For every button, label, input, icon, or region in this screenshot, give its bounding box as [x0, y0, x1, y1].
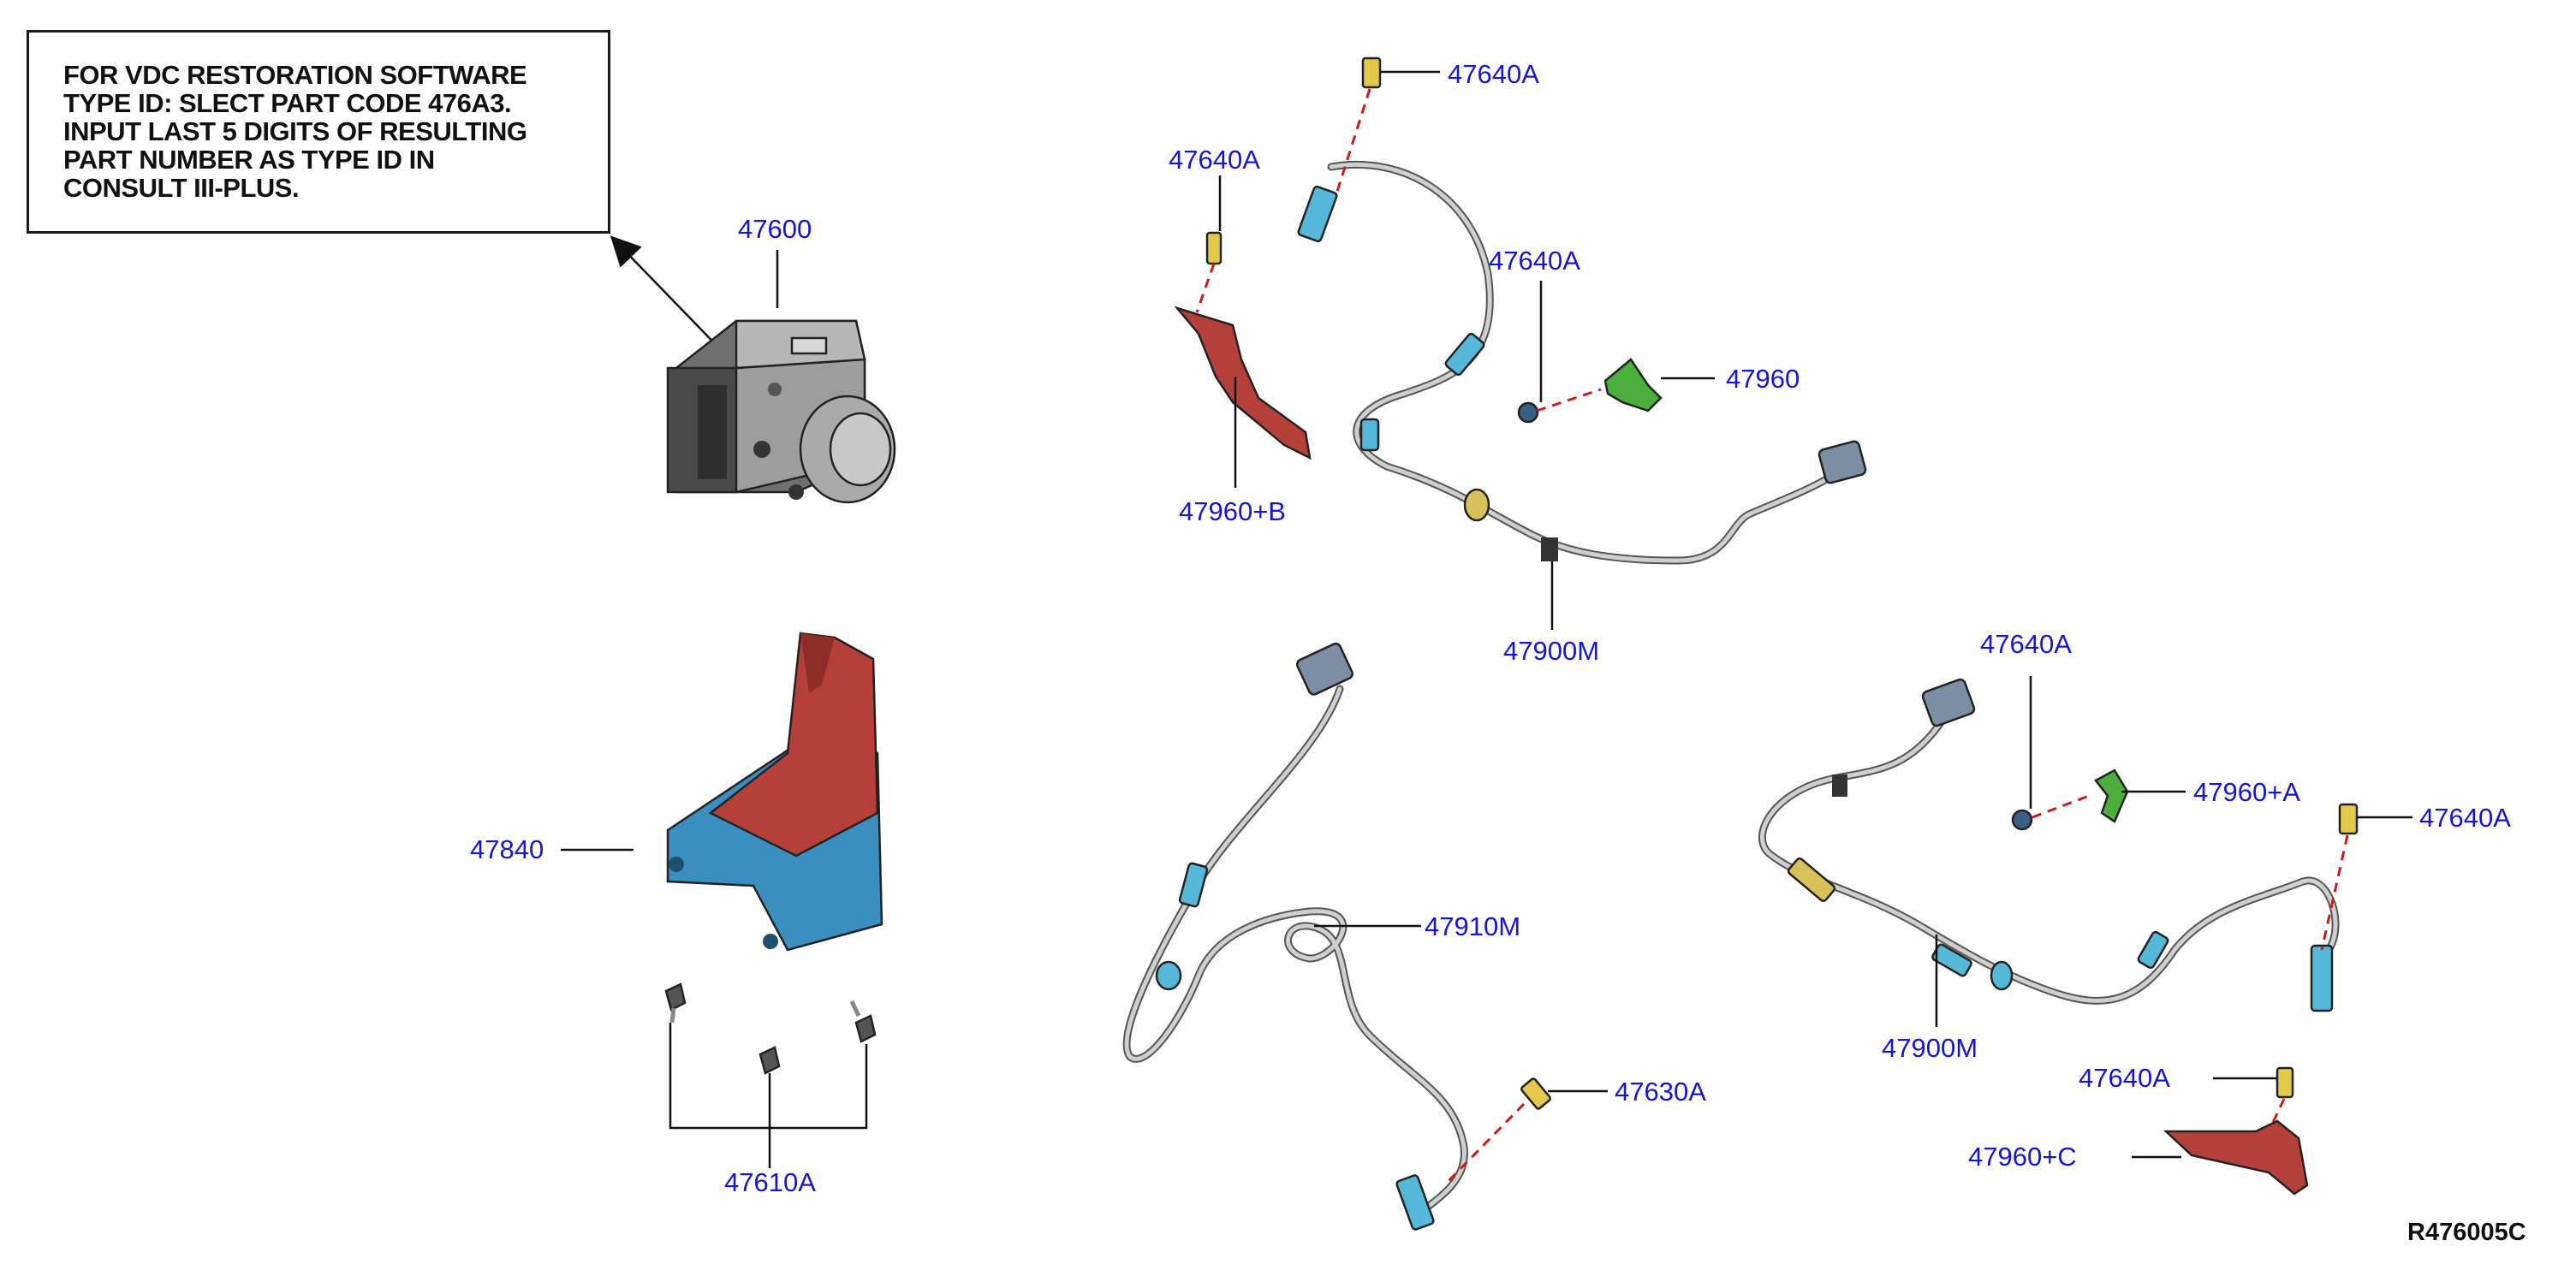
callout-47960: 47960	[1726, 364, 1800, 394]
note-arrow	[610, 235, 727, 356]
callout-47910M: 47910M	[1425, 911, 1521, 941]
callout-47960-C: 47960+C	[1968, 1142, 2077, 1172]
right-bracket	[2132, 1066, 2309, 1196]
right-sensor-bolt	[2320, 803, 2412, 951]
note-line-1: FOR VDC RESTORATION SOFTWARE	[63, 60, 527, 90]
note-line-5: CONSULT III-PLUS.	[63, 173, 300, 203]
callout-47640A-front-clip: 47640A	[1489, 246, 1580, 276]
callout-47840: 47840	[470, 834, 544, 864]
front-sensor-bolt-top	[1334, 56, 1440, 198]
callout-47960-B: 47960+B	[1179, 496, 1286, 526]
callout-47960-A: 47960+A	[2193, 777, 2300, 807]
callout-47610A: 47610A	[724, 1167, 816, 1197]
note-line-2: TYPE ID: SLECT PART CODE 476A3.	[63, 88, 512, 118]
callout-47600: 47600	[738, 214, 812, 244]
callout-47640A-right-sensor: 47640A	[2419, 803, 2511, 833]
callout-47900M-right: 47900M	[1882, 1033, 1978, 1063]
callout-47640A-front-sensor: 47640A	[1448, 59, 1539, 89]
abs-actuator-unit	[610, 235, 896, 504]
front-sensor-harness	[1297, 160, 1867, 630]
callout-47630A: 47630A	[1615, 1077, 1706, 1107]
front-clip	[1517, 281, 1715, 424]
front-bracket	[1174, 175, 1312, 488]
note-line-3: INPUT LAST 5 DIGITS OF RESULTING	[63, 116, 527, 146]
callout-47640A-right-clip: 47640A	[1980, 629, 2072, 659]
rear-sensor-bolt	[1445, 1077, 1608, 1184]
right-clip	[2011, 676, 2186, 831]
instruction-note-box: FOR VDC RESTORATION SOFTWARE TYPE ID: SL…	[27, 30, 610, 234]
note-line-4: PART NUMBER AS TYPE ID IN	[63, 145, 435, 175]
callout-47900M-front: 47900M	[1503, 636, 1600, 666]
callout-47640A-front-bracket: 47640A	[1169, 145, 1260, 175]
rear-sensor-harness	[1122, 642, 1468, 1231]
figure-code: R476005C	[2407, 1219, 2526, 1246]
leader-47610A	[669, 1023, 868, 1130]
callout-47640A-right-bracket: 47640A	[2079, 1063, 2170, 1093]
abs-bracket	[561, 632, 883, 952]
right-sensor-harness	[1758, 678, 2340, 1027]
abs-bolts	[664, 982, 877, 1168]
